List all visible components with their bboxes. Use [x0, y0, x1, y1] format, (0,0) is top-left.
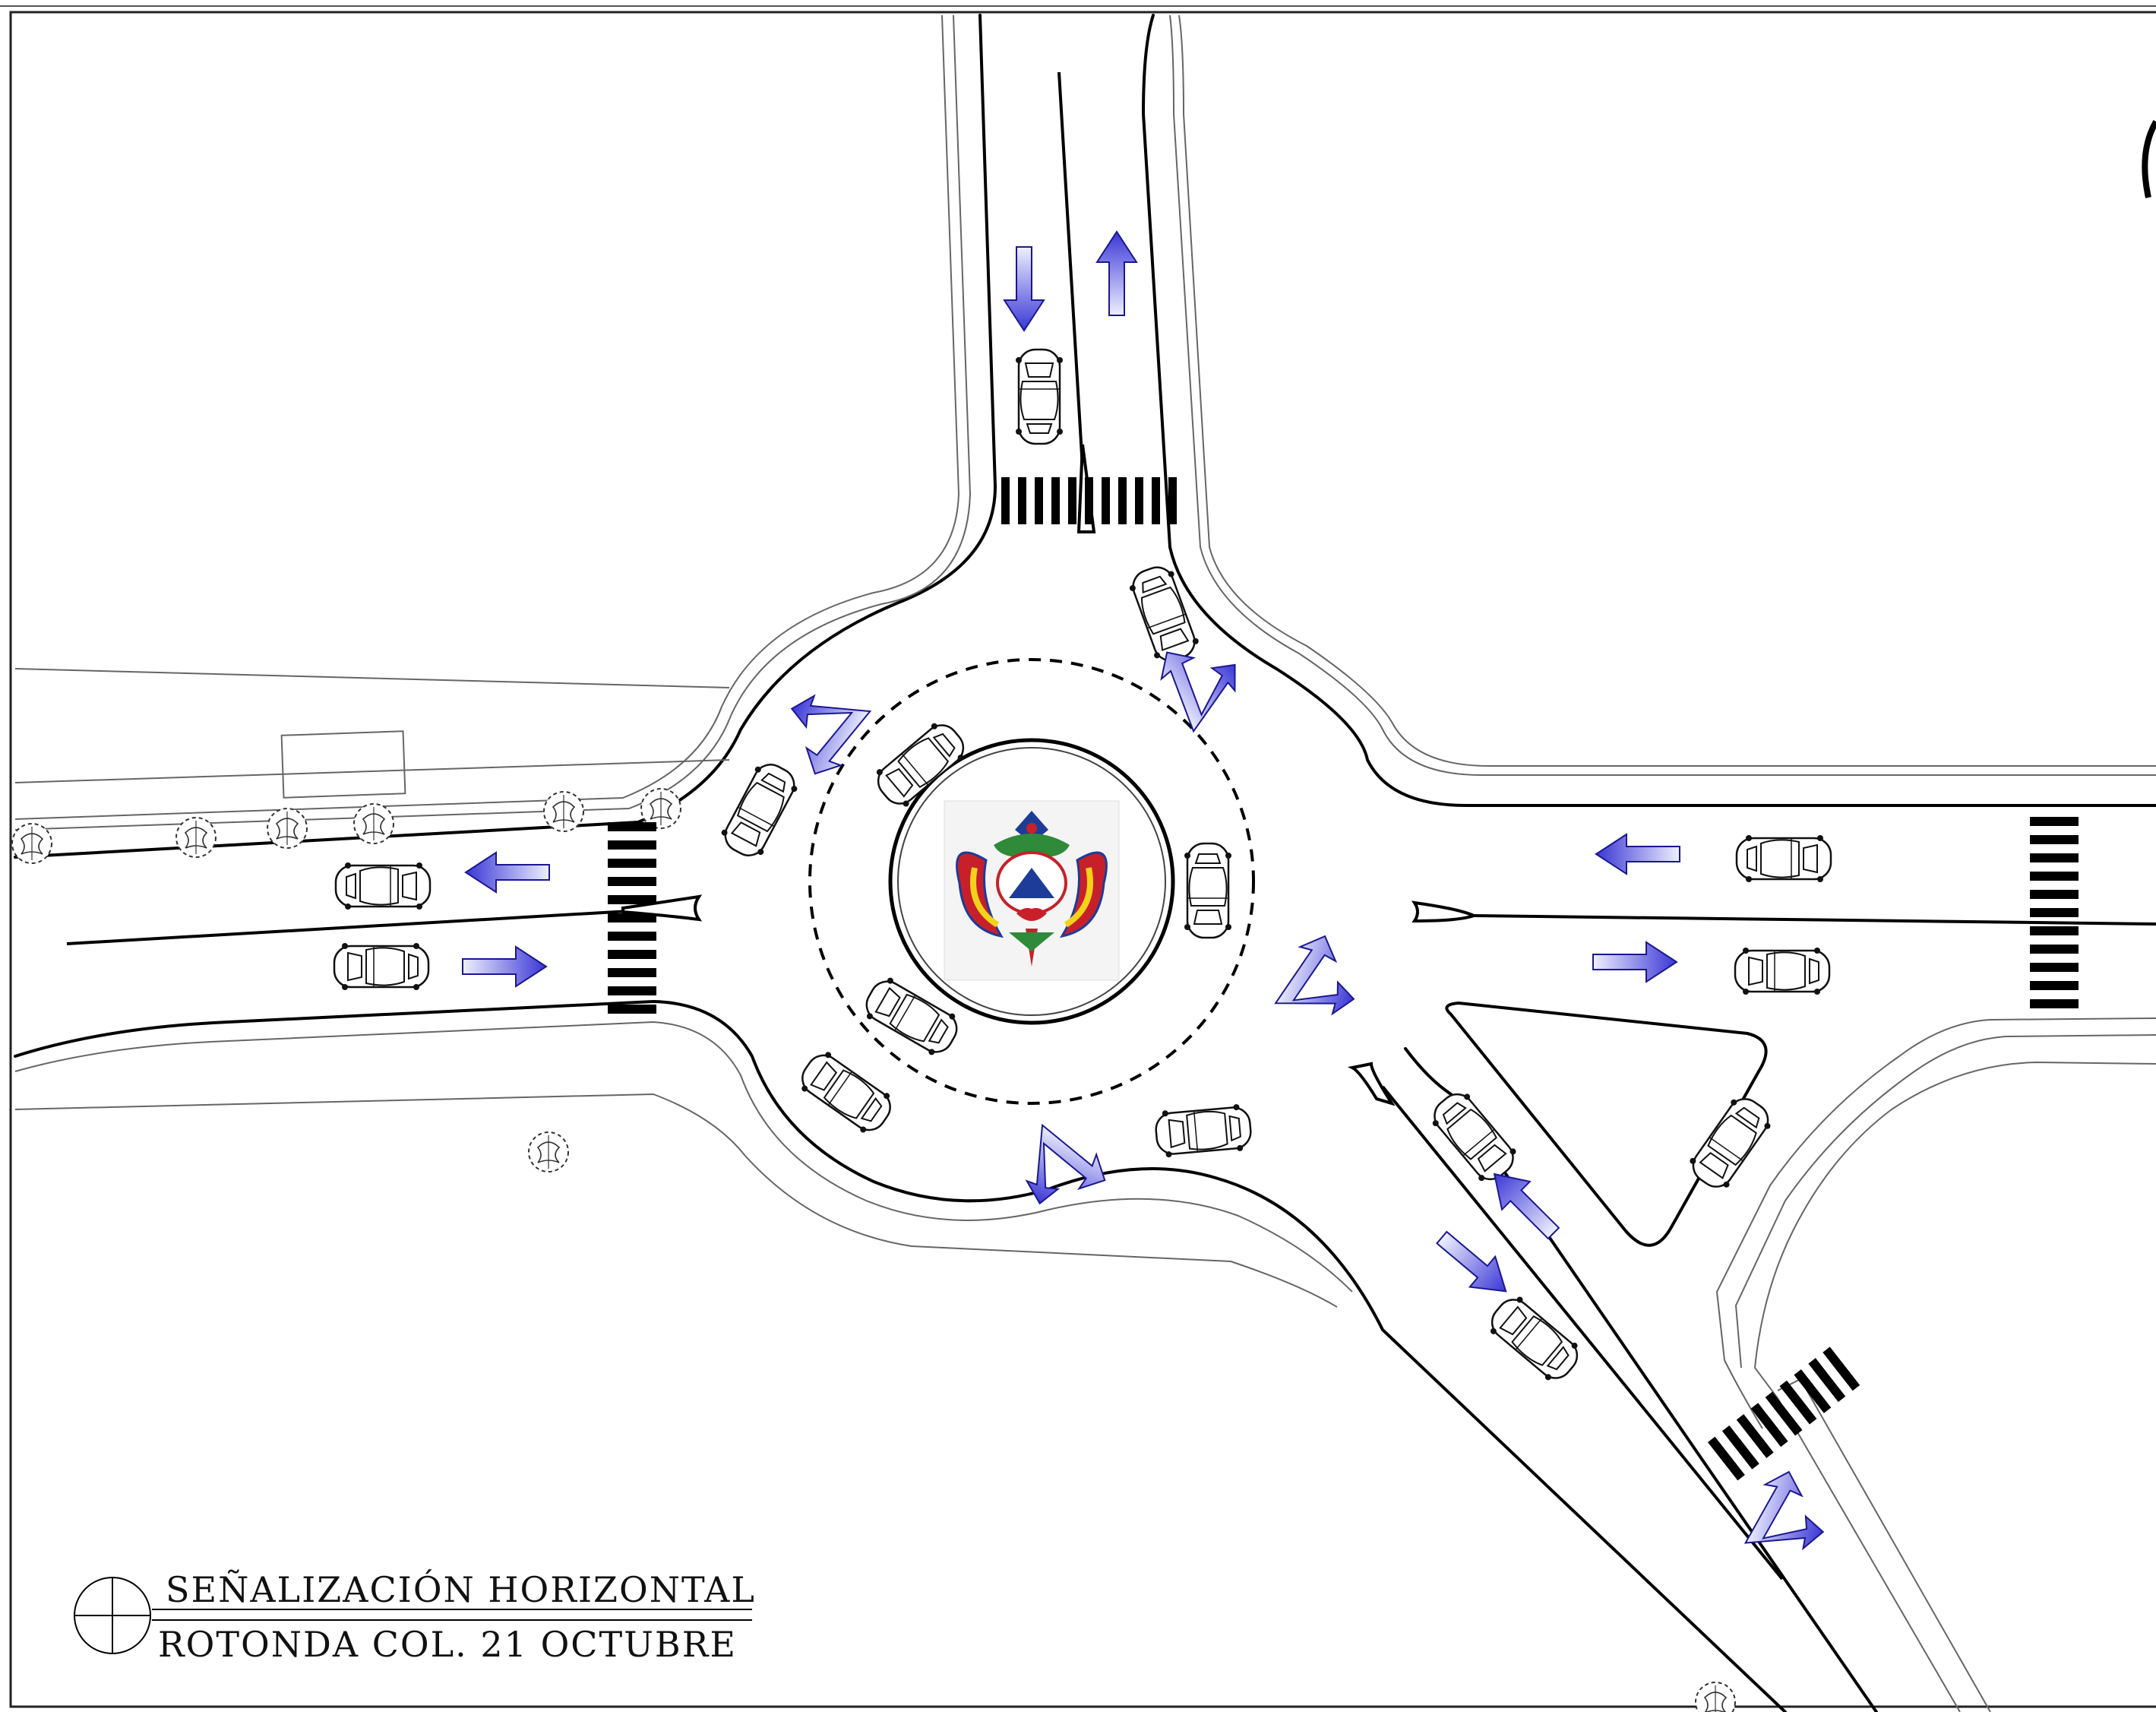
lane-direction-arrow-icon [773, 685, 871, 785]
car-top-view-icon [1482, 1290, 1587, 1388]
sheet-frame [9, 11, 2156, 1708]
lane-direction-arrows [462, 231, 1833, 1557]
lane-direction-arrow-icon [1592, 941, 1677, 983]
lane-direction-arrow-icon [1096, 231, 1137, 316]
car-top-view-icon [716, 756, 804, 864]
car-top-view-icon [793, 1045, 899, 1141]
car-top-view-icon [1735, 834, 1832, 884]
lane-direction-arrow-icon [1004, 246, 1045, 331]
municipal-coat-of-arms-icon [944, 800, 1120, 981]
lane-direction-arrow-icon [1595, 834, 1680, 875]
shelter-outline [280, 730, 406, 799]
car-top-view-icon [1014, 348, 1064, 445]
car-top-view-icon [333, 941, 430, 992]
title-block: SEÑALIZACIÓN HORIZONTAL ROTONDA COL. 21 … [74, 1568, 756, 1665]
lane-direction-arrow-icon [1744, 1465, 1833, 1557]
lane-direction-arrow-icon [1428, 1221, 1519, 1308]
title-line-1: SEÑALIZACIÓN HORIZONTAL [166, 1568, 756, 1610]
car-top-view-icon [334, 861, 432, 911]
car-top-view-icon [1153, 1102, 1253, 1160]
lane-direction-arrow-icon [1275, 927, 1369, 1024]
circulating-lane-dashed [808, 658, 1255, 1105]
road-edges [14, 14, 2156, 1712]
lane-direction-arrow-icon [462, 946, 547, 987]
traffic-island [1445, 1001, 1768, 1247]
central-island [888, 738, 1175, 1025]
title-line-2: ROTONDA COL. 21 OCTUBRE [158, 1624, 737, 1665]
lane-direction-arrow-icon [1479, 1159, 1569, 1248]
lane-direction-arrow-icon [1016, 1124, 1116, 1223]
car-top-view-icon [1124, 560, 1203, 668]
north-symbol [2142, 120, 2156, 198]
lane-direction-arrow-icon [465, 852, 550, 893]
car-top-view-icon [1734, 946, 1831, 996]
zebra-crosswalk [608, 477, 2079, 1481]
car-top-view-icon [1424, 1084, 1523, 1189]
car-top-view-icon [1183, 842, 1233, 939]
car-top-view-icon [868, 715, 973, 814]
